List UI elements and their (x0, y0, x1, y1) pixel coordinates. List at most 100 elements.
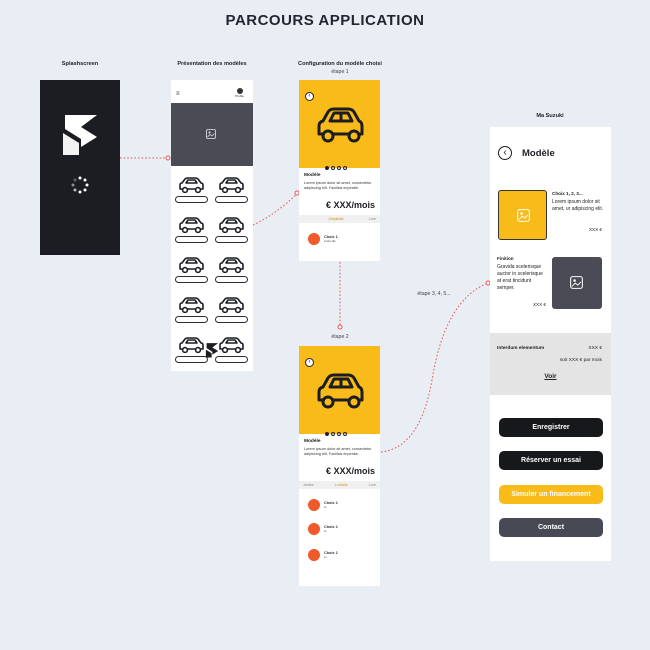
choice-swatch (308, 523, 320, 535)
page-title: PARCOURS APPLICATION (225, 12, 425, 29)
model-description: Lorem ipsum dolor sit amet, consectetur … (304, 447, 372, 456)
item1-image (498, 190, 547, 240)
model-name-pill (175, 276, 208, 283)
profile-icon (236, 88, 243, 94)
car-hero-step1: ‹ (299, 80, 380, 170)
model-card[interactable] (175, 336, 208, 363)
column-label-config: Configuration du modèle choisi (298, 61, 382, 67)
profile-label: Profile (235, 94, 244, 98)
car-icon (179, 217, 204, 233)
choice-label: Choix 1 (324, 235, 338, 239)
model-card[interactable] (215, 336, 248, 363)
car-icon (179, 257, 204, 273)
config-tabs: Jantes Lorriads Lore (299, 481, 380, 489)
menu-icon[interactable]: ≡ (176, 91, 180, 97)
choice-swatch (308, 233, 320, 245)
model-price: € XXX/mois (325, 200, 375, 210)
save-button[interactable]: Enregistrer (499, 418, 603, 437)
suzuki-logo-small-icon (205, 343, 219, 358)
back-icon[interactable]: ‹ (305, 92, 314, 101)
model-name-pill (215, 236, 248, 243)
car-icon (179, 337, 204, 353)
tab-2[interactable]: Lorriads (334, 483, 348, 487)
car-hero-step2: ‹ (299, 346, 380, 436)
models-hero-image (171, 103, 253, 166)
connector-end-dot (165, 155, 171, 161)
choice-item[interactable]: Choix 2 xx (308, 549, 338, 561)
profile-button[interactable]: Profile (235, 88, 244, 98)
tab-1[interactable]: Jantes (303, 483, 314, 487)
choice-item[interactable]: Choix 2 xx (308, 499, 338, 511)
choice-item[interactable]: Choix 2 xx (308, 523, 338, 535)
back-icon[interactable]: ‹ (305, 358, 314, 367)
column-label-splash: Splashscreen (61, 61, 99, 67)
model-card[interactable] (215, 216, 248, 243)
choice-sub: xx (324, 555, 327, 559)
choice-label: Choix 2 (324, 551, 338, 555)
item2-title: Finition (497, 256, 514, 261)
model-card[interactable] (175, 216, 208, 243)
model-name-pill (215, 356, 248, 363)
splash-screen (40, 80, 120, 255)
carousel-dots[interactable] (324, 157, 348, 175)
model-name-pill (215, 276, 248, 283)
column-label-suzuki: Ma Suzuki (536, 113, 564, 119)
item1-price: XXX € (588, 227, 602, 232)
choice-swatch (308, 499, 320, 511)
connector-config2-suzuki (380, 282, 489, 453)
choice-label: Choix 2 (324, 525, 338, 529)
image-placeholder-icon (570, 276, 583, 289)
step-label-2: étape 2 (331, 334, 349, 340)
model-name-pill (215, 316, 248, 323)
simulate-financing-button[interactable]: Simuler un financement (499, 485, 603, 504)
model-heading: Modèle (304, 173, 321, 178)
column-label-models: Présentation des modèles (177, 61, 247, 67)
model-name-pill (175, 196, 208, 203)
config-tabs: Jimpliciite Lore (299, 215, 380, 223)
models-screen: ≡ Profile (171, 80, 253, 371)
choice-sub: xx (324, 505, 327, 509)
suzuki-heading: Modèle (522, 148, 555, 159)
car-icon (219, 337, 244, 353)
choice-swatch (308, 549, 320, 561)
tab-2[interactable]: Jimpliciite (328, 217, 344, 221)
back-icon[interactable]: ‹ (498, 146, 512, 160)
step-label-345: étape 3, 4, 5... (417, 291, 451, 297)
summary-price: XXX € (588, 346, 602, 351)
model-card[interactable] (215, 256, 248, 283)
config-screen-step1: ‹ Modèle Lorem ipsum dolor sit amet, con… (299, 80, 380, 261)
book-test-button[interactable]: Réserver un essai (499, 451, 603, 470)
model-card[interactable] (175, 296, 208, 323)
image-placeholder-icon (517, 209, 530, 222)
choice-sub: Lorem dis (324, 239, 336, 243)
model-card[interactable] (175, 256, 208, 283)
carousel-dots[interactable] (324, 423, 348, 441)
summary-monthly: soit XXX € par mois (559, 358, 602, 363)
summary-label: Interdum elementum (497, 346, 545, 351)
choice-sub: xx (324, 529, 327, 533)
connector-models-config1 (252, 191, 300, 226)
car-icon (219, 297, 244, 313)
connector-end-dot (337, 324, 343, 330)
car-icon (317, 107, 364, 143)
summary-link[interactable]: Voir (544, 373, 557, 380)
summary-panel: Interdum elementum XXX € soit XXX € par … (490, 333, 611, 395)
contact-button[interactable]: Contact (499, 518, 603, 537)
item2-image (552, 257, 602, 309)
car-icon (317, 373, 364, 409)
car-icon (219, 257, 244, 273)
model-card[interactable] (215, 176, 248, 203)
config-screen-step2: ‹ Modèle Lorem ipsum dolor sit amet, con… (299, 346, 380, 586)
suzuki-logo-icon (63, 115, 97, 155)
model-card[interactable] (215, 296, 248, 323)
model-card[interactable] (175, 176, 208, 203)
choice-item[interactable]: Choix 1 Lorem dis (308, 233, 338, 245)
item1-text: Lorem ipsum dolor sit amet, ur adipiscin… (552, 199, 604, 212)
car-icon (219, 177, 244, 193)
model-description: Lorem ipsum dolor sit amet, consectetur … (304, 181, 372, 190)
tab-3[interactable]: Lore (368, 217, 376, 221)
tab-3[interactable]: Lore (368, 483, 376, 487)
loading-spinner-icon (71, 176, 89, 194)
model-price: € XXX/mois (325, 466, 375, 476)
car-icon (179, 177, 204, 193)
